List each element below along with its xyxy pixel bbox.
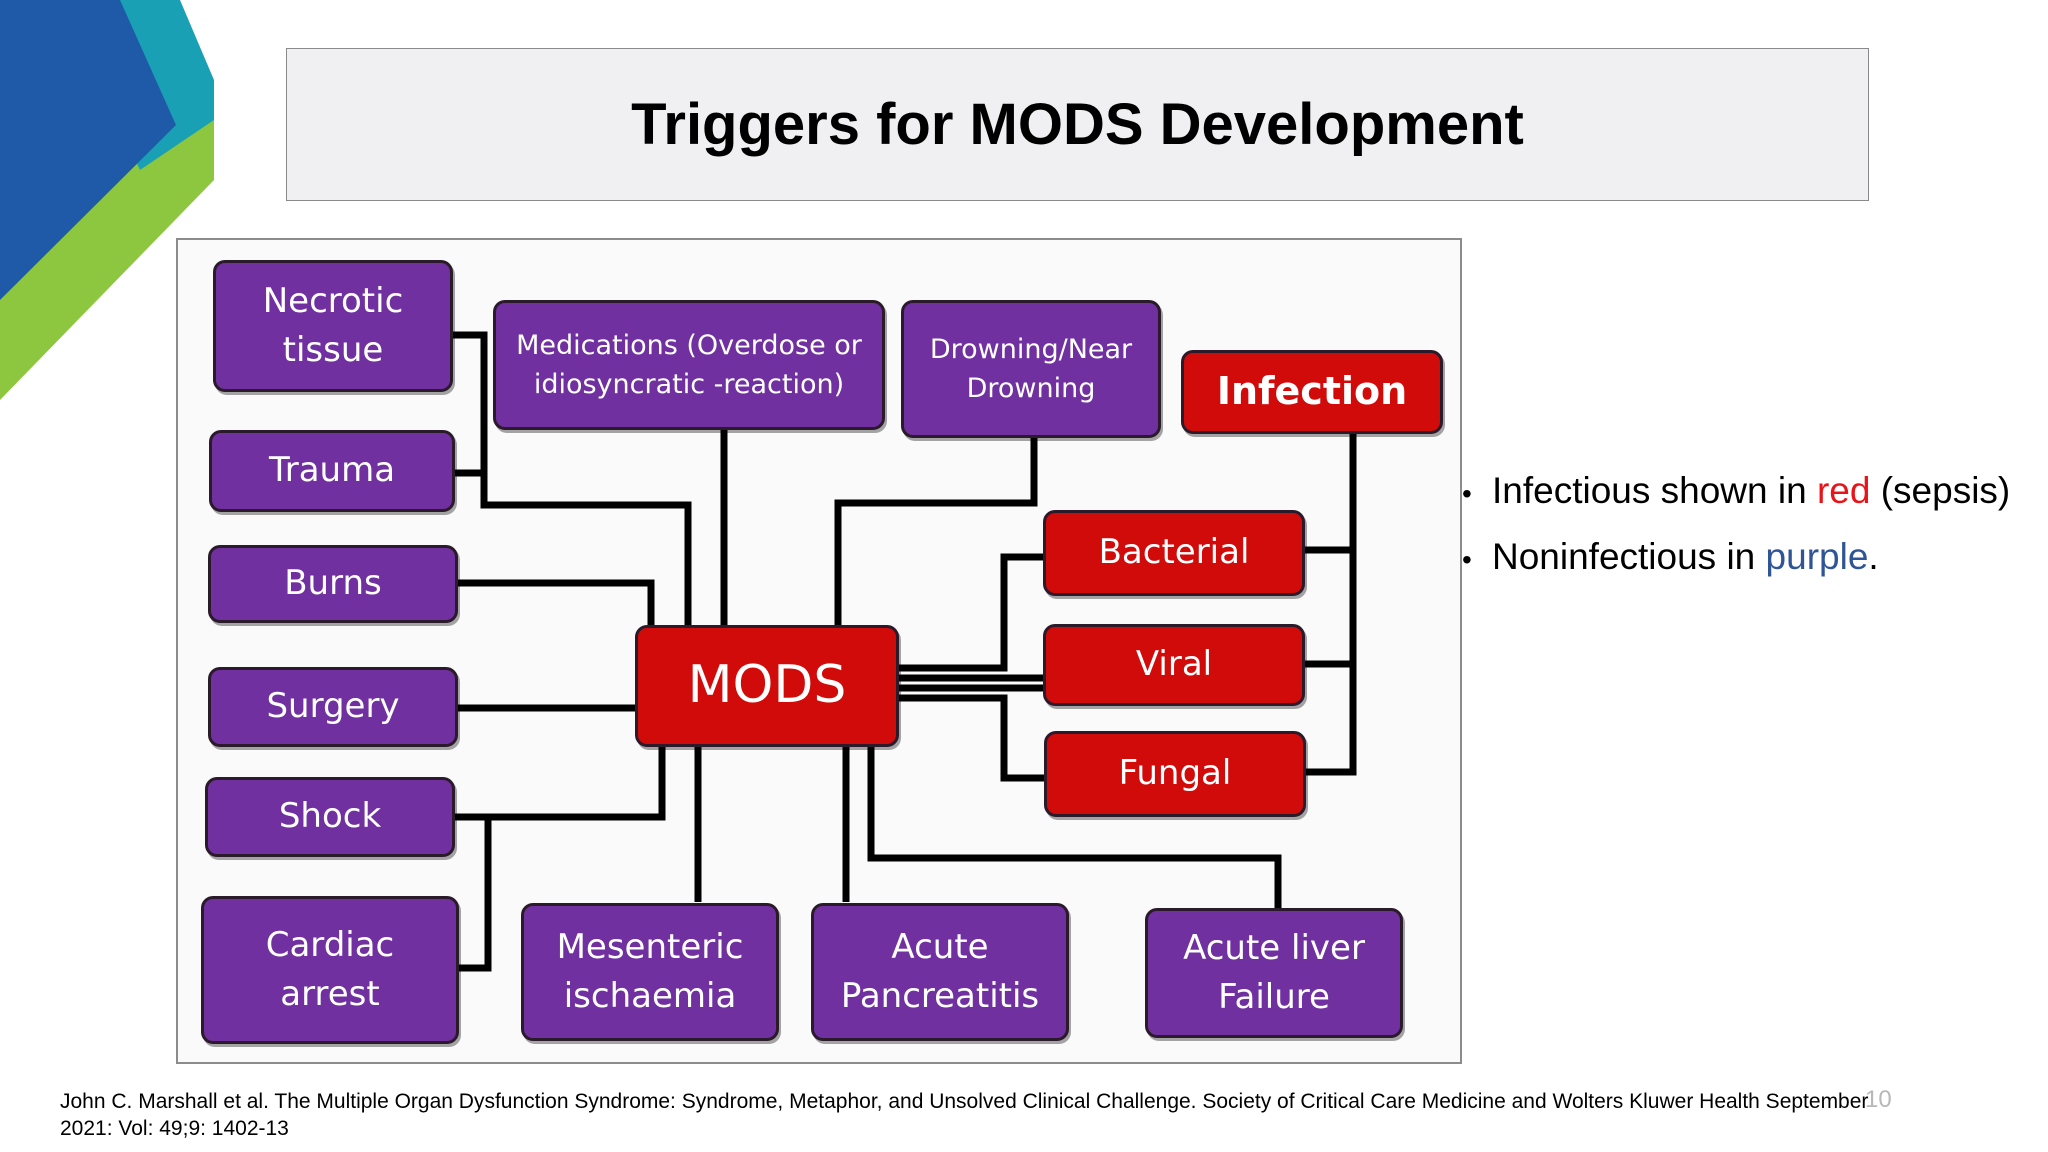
note-red-word: red (1816, 470, 1871, 511)
connector-lines (450, 331, 1357, 972)
node-medications: Medications (Overdose or idiosyncratic -… (493, 300, 885, 430)
note-text: Noninfectious in (1492, 536, 1766, 577)
node-burns: Burns (208, 545, 458, 623)
note-infectious: • Infectious shown in red (sepsis) (1462, 470, 2010, 512)
note-text: Infectious shown in (1492, 470, 1817, 511)
bullet-dot: • (1462, 478, 1472, 509)
bullet-dot: • (1462, 544, 1472, 575)
node-drowning: Drowning/Near Drowning (901, 300, 1161, 438)
note-noninfectious: • Noninfectious in purple. (1462, 536, 2010, 578)
node-surgery: Surgery (208, 667, 458, 747)
node-viral: Viral (1043, 624, 1305, 706)
node-trauma: Trauma (209, 430, 455, 512)
legend-notes: • Infectious shown in red (sepsis) • Nonin… (1462, 470, 2010, 602)
node-mods: MODS (635, 625, 899, 747)
slide-number: 10 (1865, 1086, 1892, 1113)
corner-logo-graphic (0, 0, 214, 400)
slide-title: Triggers for MODS Development (631, 92, 1524, 157)
node-fungal: Fungal (1044, 731, 1306, 817)
node-acute-liver-failure: Acute liver Failure (1145, 908, 1403, 1038)
title-box: Triggers for MODS Development (286, 48, 1869, 201)
node-necrotic-tissue: Necrotic tissue (213, 260, 453, 392)
note-text: . (1868, 536, 1879, 577)
node-bacterial: Bacterial (1043, 510, 1305, 596)
node-acute-pancreatitis: Acute Pancreatitis (811, 903, 1069, 1041)
citation: John C. Marshall et al. The Multiple Org… (60, 1090, 1869, 1141)
node-mesenteric-ischaemia: Mesenteric ischaemia (521, 903, 779, 1041)
node-shock: Shock (205, 777, 455, 857)
node-cardiac-arrest: Cardiac arrest (201, 896, 459, 1044)
note-purple-word: purple (1765, 536, 1869, 577)
note-text: (sepsis) (1870, 470, 2011, 511)
node-infection: Infection (1181, 350, 1443, 434)
mods-diagram: Necrotic tissue Trauma Burns Surgery Sho… (176, 238, 1462, 1064)
